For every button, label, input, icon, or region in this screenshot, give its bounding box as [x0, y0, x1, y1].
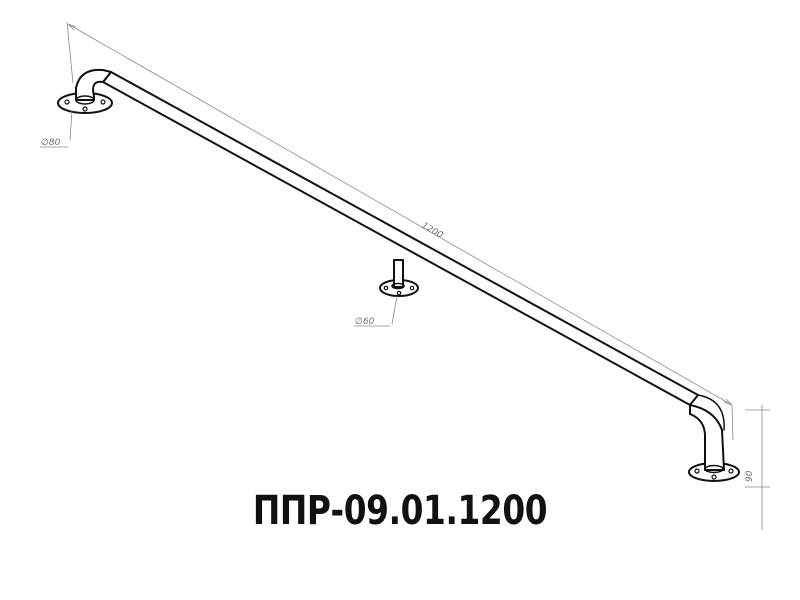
length-dimension-line — [67, 23, 733, 406]
height-label: 90 — [745, 470, 755, 482]
middle-post — [393, 259, 404, 288]
height-dimension: 90 — [745, 405, 770, 530]
right-bend-outer — [689, 394, 725, 431]
middle-post-base — [391, 282, 405, 290]
left-flange-hole — [64, 99, 70, 105]
middle-flange-hole — [409, 285, 415, 291]
left-bend — [75, 68, 112, 101]
left-flange-hole — [100, 99, 106, 105]
middle-flange-hole — [383, 285, 389, 291]
left-diameter-label: ∅80 — [41, 138, 61, 148]
extension-line-right — [731, 404, 734, 441]
right-support — [688, 394, 740, 482]
extension-line-left — [66, 21, 74, 84]
middle-diameter-callout: ∅60 — [354, 295, 398, 327]
right-bend — [689, 404, 725, 471]
length-label: 1200 — [420, 221, 445, 241]
arrow-right — [723, 398, 733, 406]
left-leader-line — [69, 109, 73, 141]
product-code-title: ППР-09.01.1200 — [252, 488, 548, 534]
right-flange-hole — [728, 468, 734, 474]
arrow-left — [67, 23, 77, 31]
middle-support — [379, 259, 419, 297]
rail-tube — [102, 71, 699, 406]
left-support — [57, 68, 113, 114]
left-flange-hole — [82, 106, 88, 112]
right-flange-hole — [694, 468, 700, 474]
middle-flange-hole — [396, 290, 402, 296]
middle-leader-line — [391, 295, 398, 325]
rail-body — [102, 71, 699, 406]
right-tube-collar — [704, 464, 724, 474]
middle-diameter-label: ∅60 — [355, 317, 375, 327]
left-diameter-callout: ∅80 — [40, 109, 73, 148]
right-flange-hole — [711, 474, 717, 480]
left-tube-collar — [75, 95, 95, 105]
